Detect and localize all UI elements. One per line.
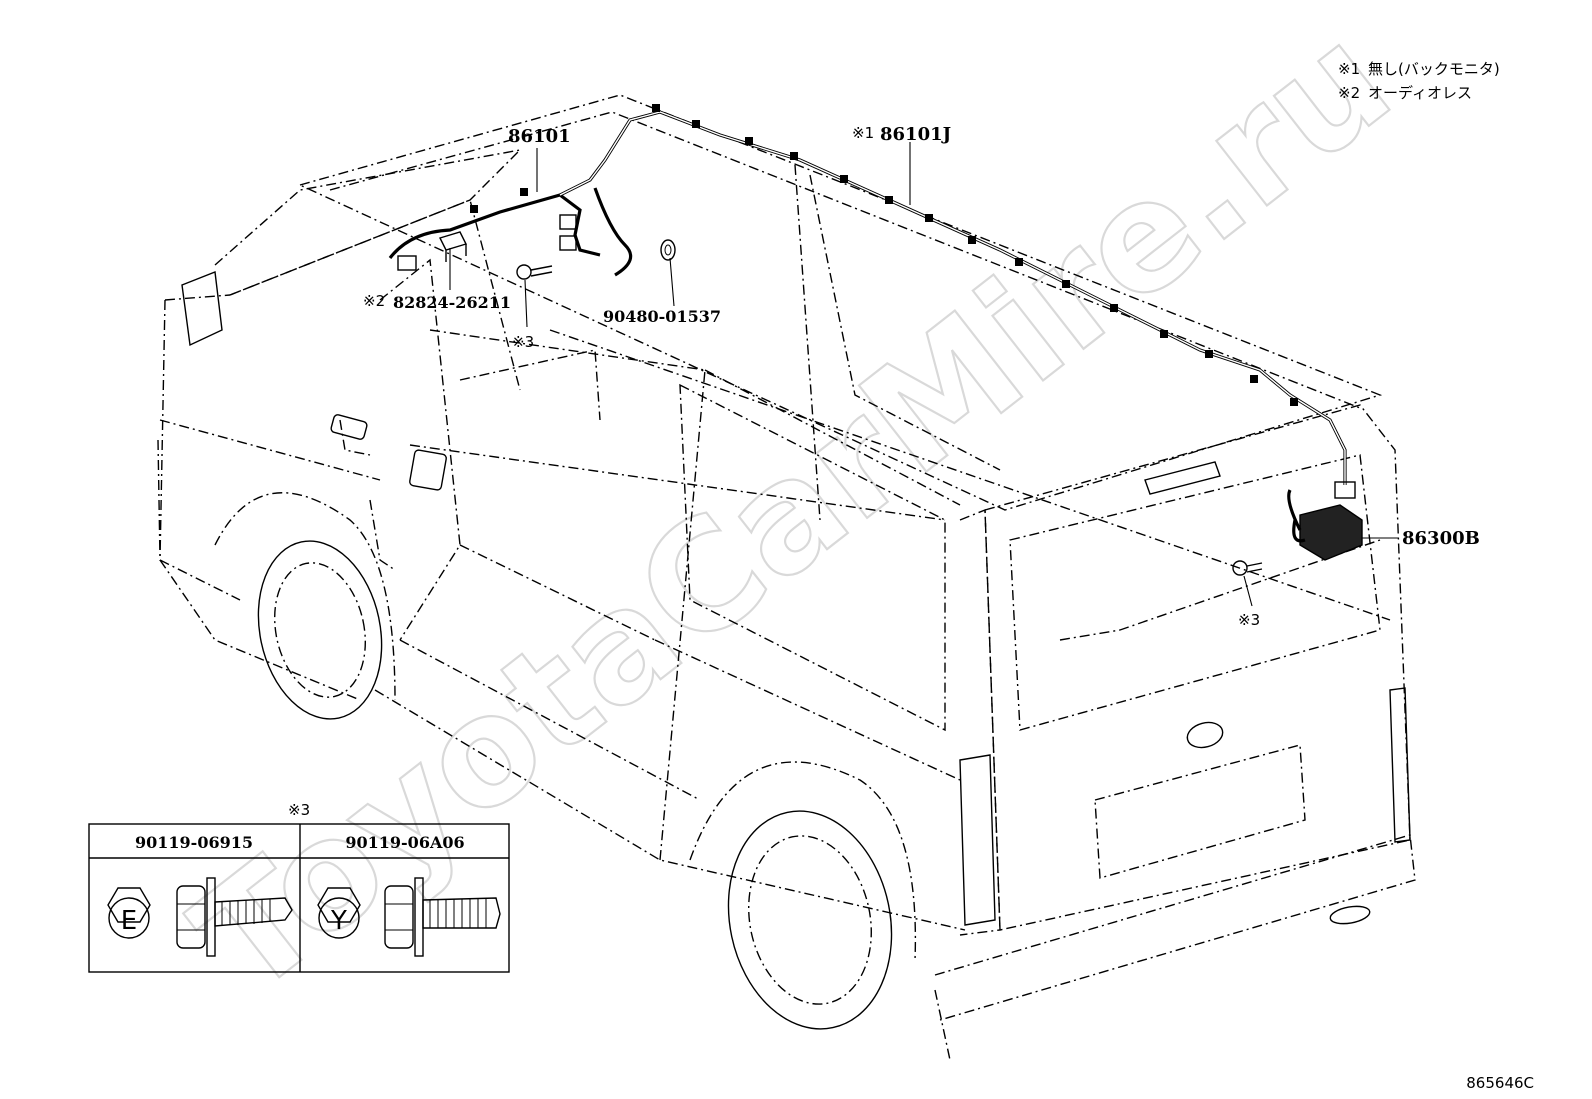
rear-wheel <box>727 810 893 1030</box>
bolt-rear-icon <box>1232 560 1263 576</box>
bolt-y-head-letter: Y <box>330 906 347 936</box>
bolt-variant-table: ※3 90119-06915 90119-06A06 E Y <box>88 801 510 973</box>
bolt-table-mark: ※3 <box>288 801 310 819</box>
bolt-y-icon: Y <box>317 877 501 957</box>
label-front-bolt-mark: ※3 <box>512 333 534 351</box>
label-rear-bolt-mark: ※3 <box>1238 611 1260 629</box>
legend-notes: ※1 無し(バックモニタ) ※2 オーディオレス <box>1338 60 1500 102</box>
connector-rear <box>1334 481 1356 499</box>
grommet-icon <box>660 239 676 261</box>
camera-86300b-icon <box>1287 489 1363 561</box>
label-82824-26211: 82824-26211 <box>393 293 511 312</box>
diagram-id: 865646C <box>1466 1074 1534 1092</box>
connector-front-2 <box>559 235 577 251</box>
label-86101: 86101 <box>508 126 571 147</box>
bolt-table-part-2: 90119-06A06 <box>345 833 464 852</box>
harness-clips <box>470 104 1298 406</box>
note-1-text: 無し(バックモニタ) <box>1368 60 1500 78</box>
note-2-text: オーディオレス <box>1368 84 1472 102</box>
bolt-front-icon <box>516 264 553 280</box>
note-2-mark: ※2 <box>1338 84 1360 102</box>
label-86101j-mark: ※1 <box>852 124 874 142</box>
connector-front-1 <box>559 214 577 230</box>
label-90480-01537: 90480-01537 <box>603 307 721 326</box>
note-1-mark: ※1 <box>1338 60 1360 78</box>
label-86300b: 86300B <box>1402 528 1480 549</box>
bolt-e-icon: E <box>107 877 293 957</box>
label-86101j: 86101J <box>880 124 951 145</box>
front-wheel <box>257 540 383 720</box>
bolt-e-head-letter: E <box>121 906 137 936</box>
label-82824-mark: ※2 <box>363 292 385 310</box>
bolt-table-part-1: 90119-06915 <box>135 833 253 852</box>
van-body-outline <box>157 94 1416 1061</box>
clip-82824-icon <box>439 231 467 262</box>
leader-lines <box>449 142 1398 607</box>
wire-harness <box>388 104 1356 499</box>
connector-dash <box>397 255 417 271</box>
